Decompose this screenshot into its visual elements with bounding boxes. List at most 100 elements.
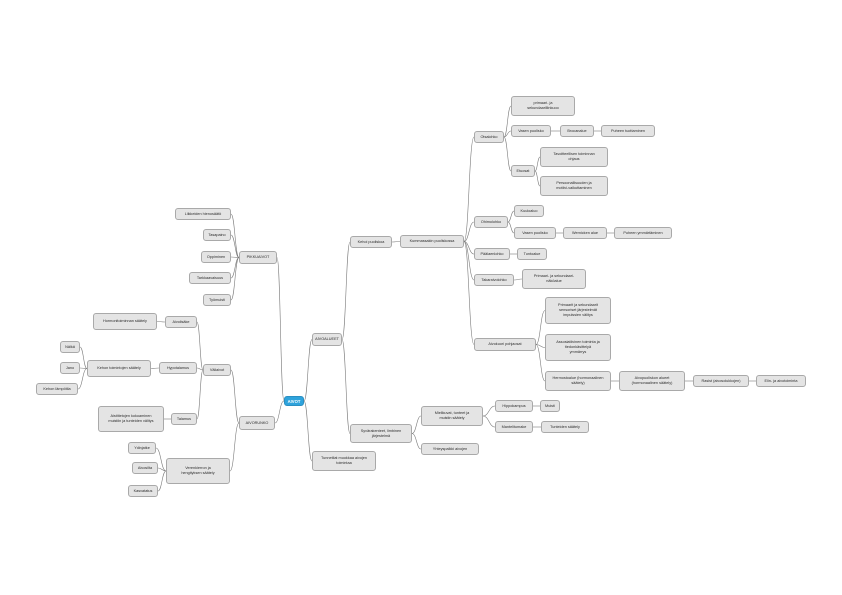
link-aivoalueet-syvarakenteet [341,339,351,434]
node-vasen-puolisko-2[interactable]: Vasen puolisko [514,227,556,239]
node-tuntoalue[interactable]: Tuntoalue [517,248,547,260]
node-kehon-tasapaino[interactable]: Kehon toimintojen säätely [87,360,151,377]
node-mantelitumake[interactable]: Mantelitumake [495,421,533,433]
link-otsalohko-vasen-puolisko-1 [503,130,512,138]
node-nalka[interactable]: Nälkä [60,341,80,353]
node-brocanalue[interactable]: Brocanalue [560,125,594,137]
node-primaari-nako[interactable]: Primaari- ja sekundaari- näköalue [522,269,586,289]
link-ohimolohko-vasen-puolisko-2 [507,221,515,234]
link-aivokuori-pohjaosat-assosiaatio [535,344,546,348]
link-etuosat-tavoitteellinen [534,156,541,172]
node-aivopuolisko-alueet[interactable]: Aivopuoliskon alueet (hormonaalinen säät… [619,371,685,391]
node-vasen-puolisko-1[interactable]: Vasen puolisko [511,125,551,137]
link-aivorunko-valiaivot [230,369,240,424]
link-kummassakin-aivokuori-pohjaosat [463,241,475,345]
node-aivorunko[interactable]: AIVORUNKO [239,416,275,430]
node-verenkierto[interactable]: Verenkierron ja hengityksen säätely [166,458,230,484]
node-pikkuaivot[interactable]: PIKKUAIVOT [239,251,277,264]
node-kummassakin[interactable]: Kummassakin puoliskossa [400,235,464,248]
node-tarkkaavaisuus[interactable]: Tarkkaavaisuus [189,272,231,284]
link-kehon-tasapaino-jano [79,367,88,369]
link-aivorunko-verenkierto [229,422,240,472]
node-talamus[interactable]: Talamus [171,413,197,425]
node-jano[interactable]: Jano [60,362,80,374]
node-etuosat[interactable]: Etuosat [511,165,535,177]
node-rasist[interactable]: Rasist (aivosolukkojen) [693,375,749,387]
node-tasapaino[interactable]: Tasapaino [203,229,231,241]
link-kummassakin-otsalohko [463,136,475,242]
link-aivokuori-pohjaosat-primaarit-sekundaarit [535,310,546,345]
link-ohimolohko-kuulokuo [507,210,515,223]
node-aivolisake[interactable]: Aivolisäke [165,316,197,328]
node-kasvuasteet[interactable]: Kasvatatus [128,485,158,497]
link-kummassakin-takaraivolohko [463,241,475,281]
node-valiaivot[interactable]: Väliaivot [203,364,231,376]
node-primaarit-sekundaarit[interactable]: Primaarit ja sekundaarit sensoriset järj… [545,297,611,324]
link-verenkierto-ydinjatke [155,447,167,472]
link-kummassakin-ohimolohko [463,221,475,242]
link-hypotalamus-kehon-tasapaino [150,367,160,369]
link-verenkierto-aivosilta [157,467,167,472]
link-valiaivot-hypotalamus [196,367,204,371]
node-muisti[interactable]: Muisti [540,400,560,412]
node-oppiminen[interactable]: Oppiminen [201,251,231,263]
node-aivosilta[interactable]: Aivosilta [132,462,158,474]
link-mielikuvat-hippokampus [482,405,496,417]
node-root[interactable]: AIVOT [284,396,304,406]
node-aivoalueet[interactable]: AIVOALUEET [312,333,342,346]
node-mielikuvat[interactable]: Mielikuvat, tunteet ja muistin säätely [421,406,483,426]
link-syvarakenteet-yhteyspalkki [411,433,422,450]
node-assosiaatio[interactable]: Assosiatiivinen toiminta ja tiedonkäsitt… [545,334,611,361]
link-pikkuaivot-oppiminen [230,256,240,258]
link-syvarakenteet-mielikuvat [411,415,422,434]
node-tunnetilat[interactable]: Tunnetilat muokkaa aivojen toimintaa [312,451,376,471]
node-primaari[interactable]: primaari- ja sekundaarillinkuoo [511,96,575,116]
node-ydinjatke[interactable]: Ydinjatke [128,442,156,454]
link-root-aivoalueet [303,339,313,402]
node-liikkeiden[interactable]: Liikkeiden hienosäätö [175,208,231,220]
node-yhteyspalkki[interactable]: Yhteyspalkki aivojen [421,443,479,455]
link-otsalohko-etuosat [503,136,512,172]
link-etuosat-persoonallisuuden [534,170,541,187]
node-takaraivolohko[interactable]: Takaraivolohko [474,274,514,286]
link-kehoi-puoliskoa-kummassakin [391,241,401,243]
node-paalaenlohko[interactable]: Päälaenlohko [474,248,510,260]
link-takaraivolohko-primaari-nako [513,278,523,281]
node-hippokampus[interactable]: Hippokampus [495,400,533,412]
node-ohimolohko[interactable]: Ohimolohko [474,216,508,228]
link-aivolisake-hormonitoiminnan [156,321,166,323]
node-otsalohko[interactable]: Otsalohko [474,131,504,143]
link-otsalohko-primaari [503,105,512,138]
node-kuulokuo[interactable]: Kuuloaluo [514,205,544,217]
link-aivoalueet-kehoi-puoliskoa [341,241,351,340]
link-root-tunnetilat [303,400,313,462]
node-hypotalamus[interactable]: Hypotalamus [159,362,197,374]
node-tavoitteellinen[interactable]: Tavoitteellisen toiminnan ohjaus [540,147,608,167]
node-wernicke[interactable]: Wernicken alue [563,227,607,239]
link-pikkuaivot-liikkeiden [230,213,240,258]
link-kummassakin-paalaenlohko [463,241,475,255]
node-aistitietojen[interactable]: Aistitietojen kokoaminen muistiin ja tun… [98,406,164,432]
node-elin-yhteydet[interactable]: Elin- ja aivotoiminta [756,375,806,387]
node-kehoi-puoliskoa[interactable]: Kehoi puoliskoa [350,236,392,248]
link-kehon-tasapaino-nalka [79,346,88,369]
link-kehon-tasapaino-kehon-lampotila [77,368,88,390]
node-hormonitoiminnan[interactable]: Hormonitoiminnan säätely [93,313,157,330]
node-tyomuisti[interactable]: Työmuisti [203,294,231,306]
link-pikkuaivot-tyomuisti [230,257,240,301]
link-valiaivot-talamus [196,369,204,420]
node-persoonallisuuden[interactable]: Persoonallisuuden ja motiivi-vaikuttamin… [540,176,608,196]
node-tunteiden-saately[interactable]: Tunteiden säätely [541,421,589,433]
link-root-aivorunko [274,400,285,424]
node-syvarakenteet[interactable]: Syvärakenteet, limbinen järjestelmä [350,424,412,443]
link-verenkierto-kasvuasteet [157,470,167,492]
node-puheen-tuottaminen[interactable]: Puheen tuottaminen [601,125,655,137]
link-mielikuvat-mantelitumake [482,415,496,428]
node-puheen-ymmartaminen[interactable]: Puheen ymmärtäminen [614,227,672,239]
node-hermostoalue[interactable]: Hermostoalue (hormonaalinen säätely) [545,371,611,391]
link-root-pikkuaivot [276,257,285,402]
node-kehon-lampotila[interactable]: Kehon lämpötila [36,383,78,395]
node-aivokuori-pohjaosat[interactable]: Aivokuori pohjaosat [474,338,536,351]
link-pikkuaivot-tarkkaavaisuus [230,257,240,279]
